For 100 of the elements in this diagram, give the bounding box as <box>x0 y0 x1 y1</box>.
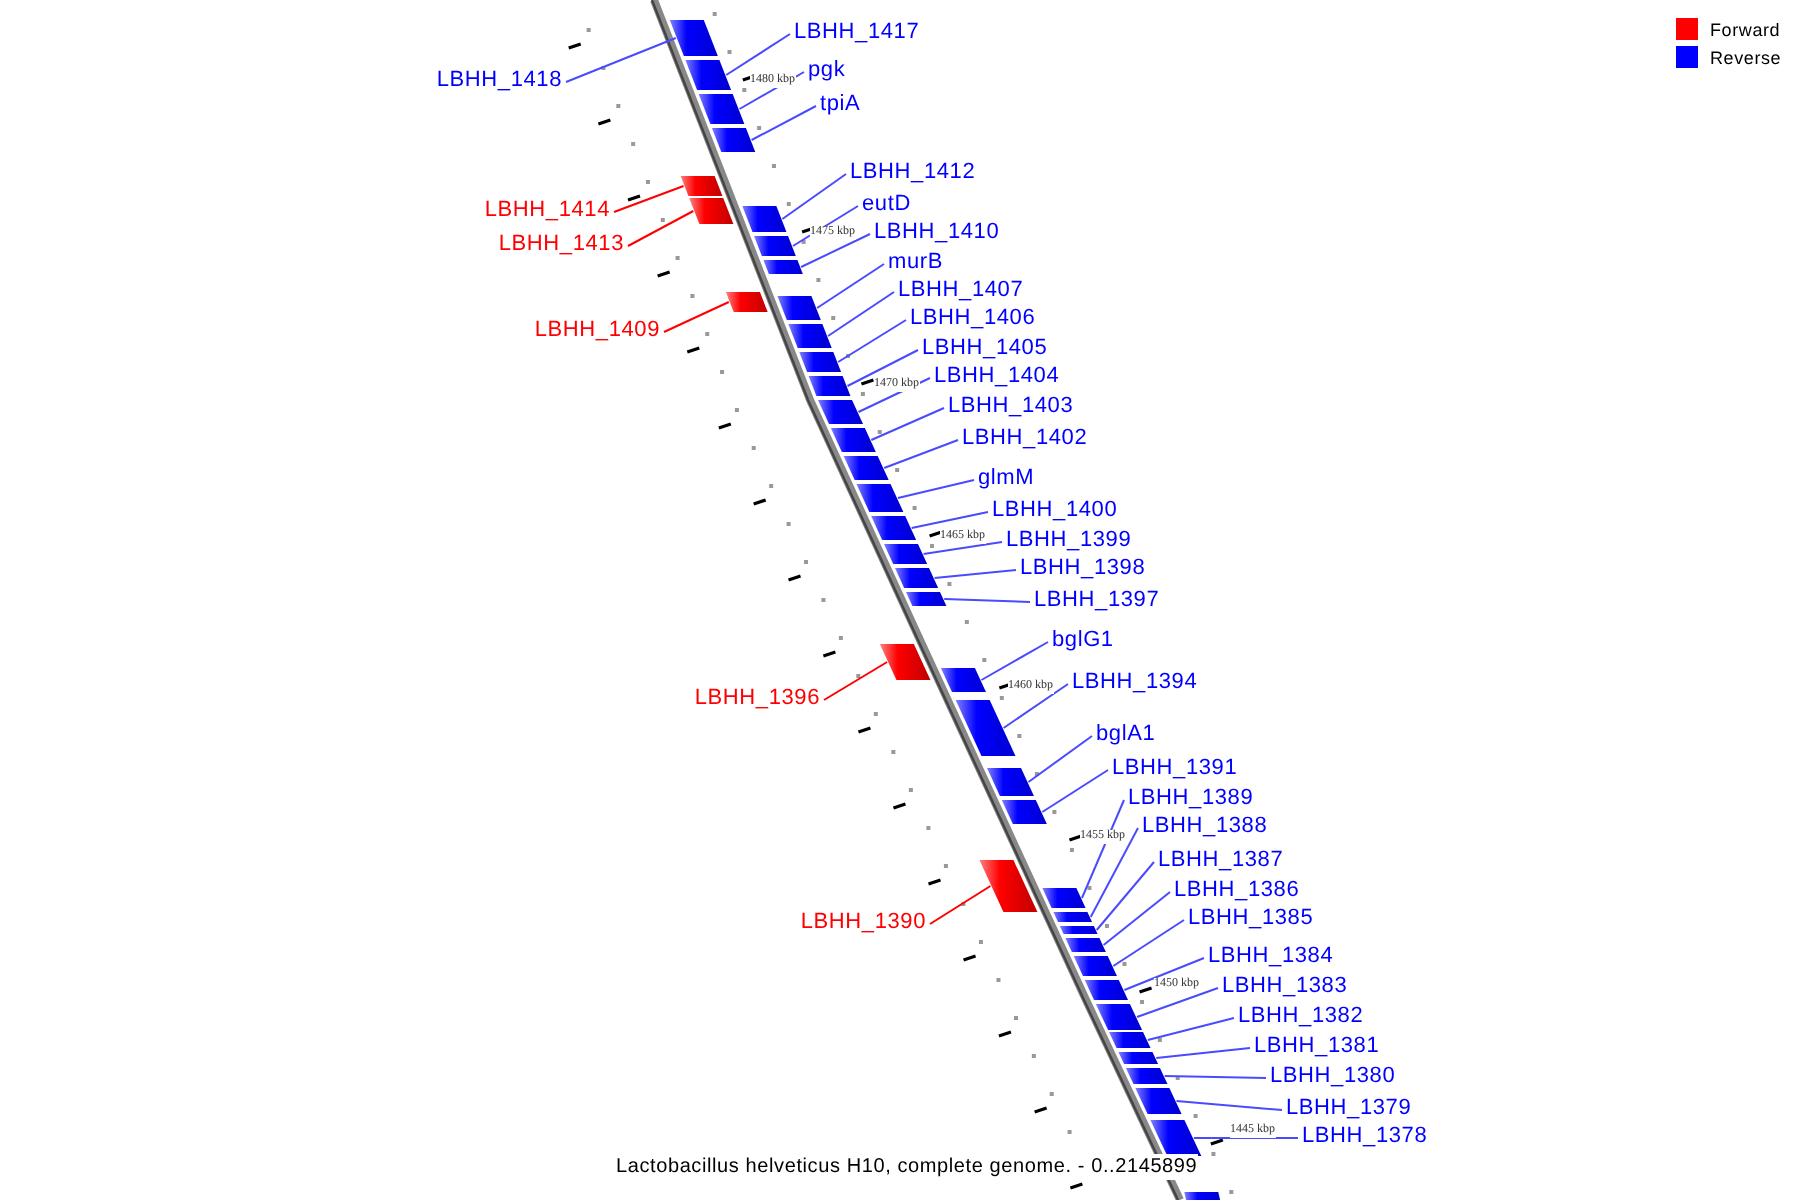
gene-block <box>788 324 832 348</box>
gene-block <box>884 544 928 564</box>
leader-line <box>1112 919 1185 967</box>
leader-line <box>800 233 871 268</box>
leader-line <box>846 349 919 387</box>
leader-line <box>857 377 931 413</box>
gene-label: pgk <box>806 58 848 84</box>
gene-label: LBHH_1405 <box>920 336 1050 362</box>
gene-block <box>879 644 931 680</box>
leader-line <box>725 33 791 76</box>
gene-label: LBHH_1414 <box>482 198 612 224</box>
gene-block <box>777 296 821 320</box>
gene-block <box>1109 1032 1151 1048</box>
leader-line <box>933 569 1017 579</box>
gene-block <box>1001 800 1047 824</box>
gene-label: LBHH_1379 <box>1284 1096 1414 1122</box>
leader-line <box>1102 891 1171 946</box>
leader-line <box>883 439 959 469</box>
gene-label: LBHH_1402 <box>960 426 1090 452</box>
gene-label: LBHH_1400 <box>990 498 1120 524</box>
gene-label: LBHH_1417 <box>792 20 922 46</box>
gene-label: LBHH_1398 <box>1018 556 1148 582</box>
gene-label: LBHH_1418 <box>434 68 564 94</box>
leader-line <box>1175 1100 1283 1111</box>
gene-label: LBHH_1387 <box>1156 848 1286 874</box>
gene-label: LBHH_1391 <box>1110 756 1240 782</box>
leader-line <box>750 105 817 141</box>
leader-line <box>823 661 889 701</box>
gene-label: tpiA <box>818 92 863 118</box>
gene-block <box>987 768 1034 796</box>
gene-label: LBHH_1382 <box>1236 1004 1366 1030</box>
gene-block <box>1042 888 1086 908</box>
gene-block <box>856 484 904 512</box>
leader-line <box>1146 1017 1235 1041</box>
gene-label: LBHH_1378 <box>1300 1124 1430 1150</box>
gene-block <box>1095 1004 1143 1030</box>
leader-line <box>896 479 975 499</box>
gene-label: LBHH_1403 <box>946 394 1076 420</box>
gene-label: LBHH_1394 <box>1070 670 1200 696</box>
leader-line <box>922 541 1003 555</box>
gene-block <box>698 94 745 124</box>
gene-block <box>940 668 986 692</box>
gene-label: LBHH_1413 <box>496 232 626 258</box>
leader-line <box>1027 735 1093 783</box>
gene-label: LBHH_1399 <box>1004 528 1134 554</box>
gene-label: LBHH_1407 <box>896 278 1026 304</box>
gene-label: LBHH_1389 <box>1126 786 1256 812</box>
gene-block <box>711 128 756 152</box>
gene-block <box>669 20 718 56</box>
legend-label: Reverse <box>1710 47 1782 67</box>
leader-line <box>816 263 885 309</box>
gene-block <box>1059 926 1098 934</box>
leader-line <box>781 173 847 220</box>
gene-label: bglG1 <box>1050 628 1116 654</box>
leader-line <box>613 185 685 213</box>
leader-line <box>663 301 730 333</box>
gene-block <box>680 176 723 196</box>
gene-block <box>955 700 1016 756</box>
legend-label: Forward <box>1710 19 1781 39</box>
leader-line <box>910 511 989 529</box>
leader-line <box>1002 683 1069 729</box>
gene-label: LBHH_1406 <box>908 306 1038 332</box>
gene-block <box>1065 938 1106 952</box>
gene-label: LBHH_1380 <box>1268 1064 1398 1090</box>
gene-block <box>799 352 842 372</box>
gene-block <box>1118 1052 1159 1064</box>
gene-block <box>689 198 734 224</box>
gene-block <box>818 400 863 424</box>
gene-label: LBHH_1390 <box>798 910 928 936</box>
gene-label: LBHH_1410 <box>872 220 1002 246</box>
gene-label: eutD <box>860 192 913 218</box>
gene-block <box>906 592 947 606</box>
gene-label: glmM <box>976 466 1037 492</box>
gene-block <box>742 206 787 232</box>
gene-label: LBHH_1409 <box>532 318 662 344</box>
gene-block <box>1135 1088 1182 1114</box>
gene-block <box>754 236 796 256</box>
leader-line <box>1155 1047 1251 1059</box>
leader-line <box>738 71 805 110</box>
gene-label: murB <box>886 250 945 276</box>
leader-line <box>1192 1137 1299 1139</box>
gene-block <box>1053 912 1093 922</box>
gene-block <box>1073 956 1117 976</box>
leader-line <box>1136 987 1219 1018</box>
gene-block <box>808 376 851 396</box>
gene-block <box>685 60 732 90</box>
leader-line <box>837 319 907 363</box>
gene-label: LBHH_1381 <box>1252 1034 1382 1060</box>
leader-line <box>827 291 895 337</box>
gene-block <box>725 292 768 312</box>
leader-line <box>1123 957 1205 991</box>
gene-block <box>895 568 939 588</box>
gene-label: LBHH_1385 <box>1186 906 1316 932</box>
leader-line <box>1089 827 1139 918</box>
leader-line <box>565 37 677 83</box>
gene-label: LBHH_1412 <box>848 160 978 186</box>
gene-block <box>830 428 876 452</box>
gene-label: LBHH_1396 <box>692 686 822 712</box>
gene-label: LBHH_1388 <box>1140 814 1270 840</box>
leader-line <box>1041 769 1109 813</box>
